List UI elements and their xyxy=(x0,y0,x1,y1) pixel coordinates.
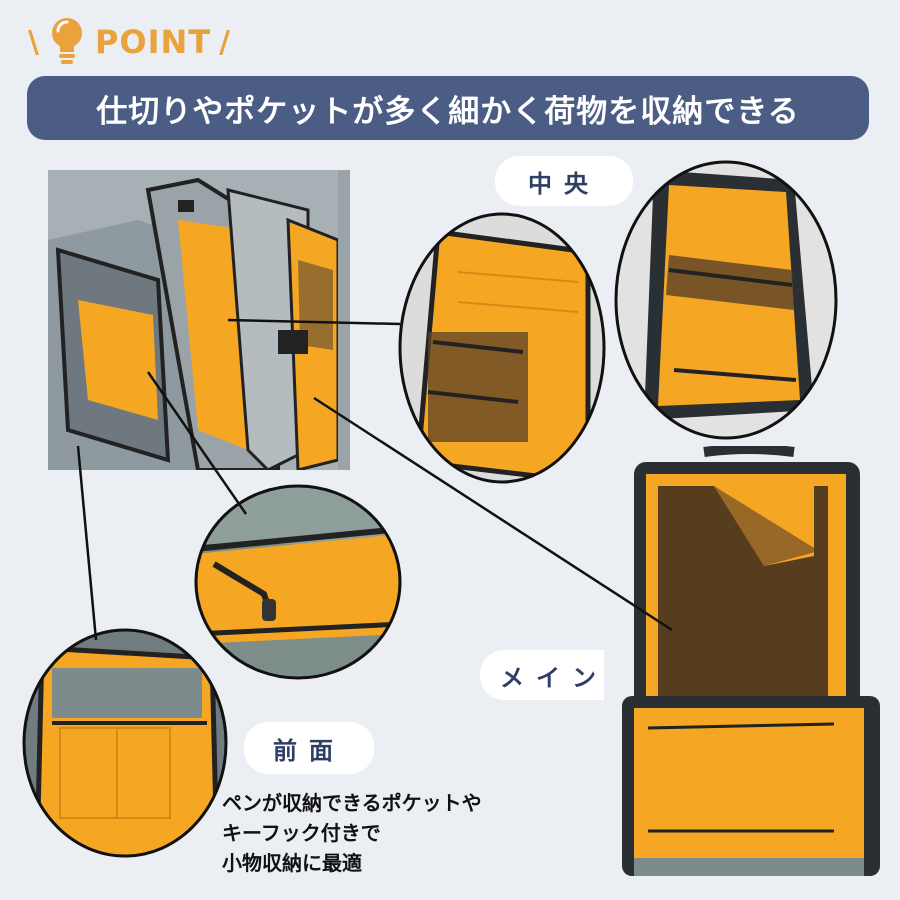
point-header: \ POINT / xyxy=(28,12,230,72)
main-compartment-photo xyxy=(604,446,894,886)
center-compartment-photo-2 xyxy=(614,160,838,440)
slash-right: / xyxy=(219,24,231,60)
label-front-text: 前面 xyxy=(273,736,345,765)
front-pocket-photo xyxy=(22,628,228,858)
label-center: 中央 xyxy=(495,156,633,206)
description-line-1: ペンが収納できるポケットや xyxy=(222,791,482,815)
lightbulb-icon xyxy=(47,15,87,69)
point-label: POINT xyxy=(94,23,212,61)
title-banner: 仕切りやポケットが多く細かく荷物を収納できる xyxy=(27,76,869,140)
label-main-text: メイン xyxy=(500,663,608,692)
slash-left: \ xyxy=(28,24,39,60)
label-center-text: 中央 xyxy=(528,169,600,198)
description-line-2: キーフック付きで xyxy=(222,821,381,845)
description-line-3: 小物収納に最適 xyxy=(222,851,362,875)
label-main: メイン xyxy=(480,650,628,700)
description: ペンが収納できるポケットや キーフック付きで 小物収納に最適 xyxy=(222,788,562,878)
banner-title: 仕切りやポケットが多く細かく荷物を収納できる xyxy=(96,93,800,130)
backpack-overview-photo xyxy=(48,170,350,470)
center-compartment-photo-1 xyxy=(398,212,606,484)
label-front: 前面 xyxy=(244,722,374,774)
